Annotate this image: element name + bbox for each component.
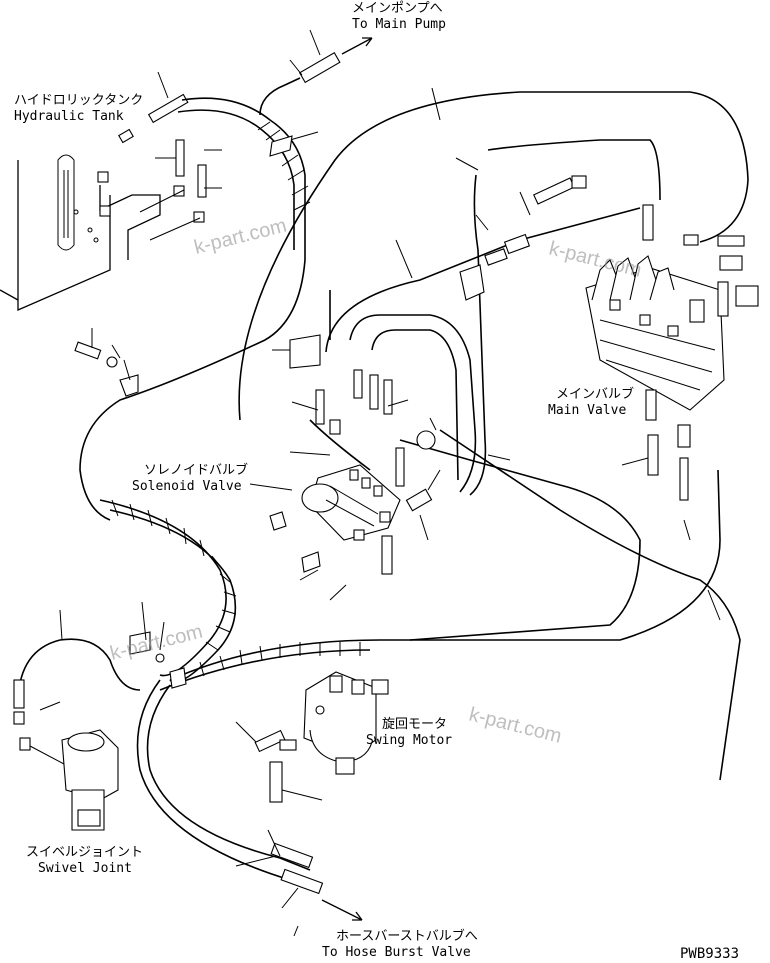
solenoid-valve-label-en: Solenoid Valve: [132, 479, 242, 494]
main-pump-label-en: To Main Pump: [352, 17, 446, 32]
swing-motor-label-en: Swing Motor: [366, 733, 452, 748]
main-valve-label-jp: メインバルブ: [556, 386, 634, 402]
watermark: k-part.com: [467, 704, 564, 748]
main-pump-label-jp: メインポンプへ: [352, 1, 443, 16]
leader-lines-center: [272, 87, 531, 351]
tank-fittings: [74, 93, 207, 397]
hose-burst-label-en: To Hose Burst Valve: [322, 945, 471, 960]
spiral-guard-upper: [257, 121, 311, 211]
spiral-hose-lower: [99, 499, 321, 683]
hydraulic-tank-label-en: Hydraulic Tank: [14, 109, 124, 124]
leader-lines-valve: [487, 454, 721, 621]
main-valve-label-en: Main Valve: [548, 403, 626, 418]
leader-lines-tank: [91, 71, 319, 381]
hydraulic-tank: [0, 154, 161, 311]
watermark: k-part.com: [192, 215, 289, 259]
solenoid-valve-label-jp: ソレノイドバルブ: [144, 462, 248, 478]
drawing-code: PWB9333: [680, 946, 739, 962]
main-pump-line: [79, 29, 373, 521]
main-valve: [585, 255, 759, 501]
leader-lines-solenoid: [249, 399, 441, 601]
swing-motor: [235, 671, 389, 803]
watermark: k-part.com: [547, 238, 644, 282]
swing-motor-label-jp: 旋回モータ: [382, 717, 447, 732]
hose-burst-lines: [136, 639, 420, 937]
solenoid-valve: [289, 334, 436, 575]
swivel-joint: [13, 631, 187, 831]
return-loops: [238, 91, 749, 781]
hose-burst-label-jp: ホースバーストバルブへ: [336, 928, 478, 944]
swivel-joint-label-jp: スイベルジョイント: [26, 845, 143, 860]
center-clamp: [459, 175, 745, 301]
swivel-joint-label-en: Swivel Joint: [38, 861, 132, 876]
hydraulic-tank-label-jp: ハイドロリックタンク: [14, 93, 143, 108]
leader-lines-swivel: [39, 601, 165, 711]
